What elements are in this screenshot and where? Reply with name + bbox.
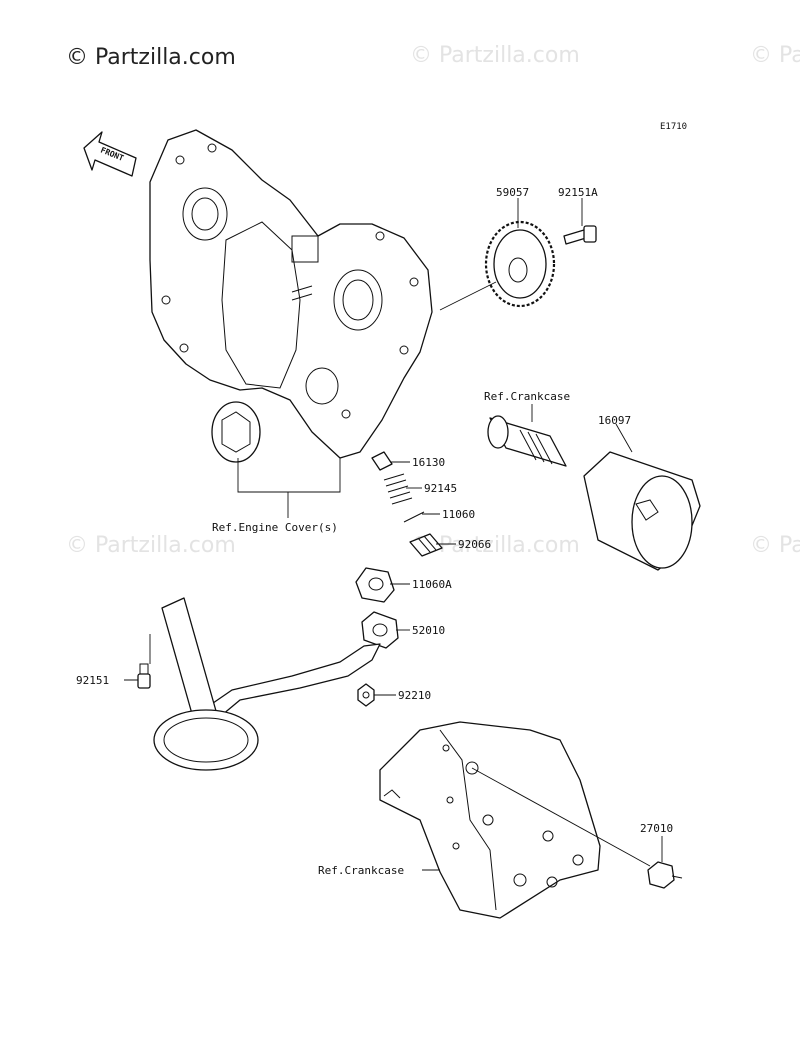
callout-16097: 16097 xyxy=(598,414,631,427)
callout-11060: 11060 xyxy=(442,508,475,521)
callout-92151: 92151 xyxy=(76,674,109,687)
washer-11060 xyxy=(403,511,425,523)
callout-11060a: 11060A xyxy=(412,578,452,591)
callout-92210: 92210 xyxy=(398,689,431,702)
plug-92066 xyxy=(409,533,443,557)
engine-cover xyxy=(149,129,433,459)
crankcase-pipe xyxy=(487,415,567,467)
gear-59057 xyxy=(484,220,556,308)
callout-27010: 27010 xyxy=(640,822,673,835)
oil-strainer-52010 xyxy=(153,597,399,771)
watermark-faint-mid-left: © Partzilla.com xyxy=(66,533,236,558)
callout-92151a: 92151A xyxy=(558,186,598,199)
watermark-main: © Partzilla.com xyxy=(66,45,236,70)
callout-92145: 92145 xyxy=(424,482,457,495)
callout-59057: 59057 xyxy=(496,186,529,199)
front-arrow-icon: FRONT xyxy=(83,131,137,177)
callout-92066: 92066 xyxy=(458,538,491,551)
watermark-faint-mid-right: © Partzilla.com xyxy=(750,533,800,558)
callout-ref-engine-cover: Ref.Engine Cover(s) xyxy=(212,521,338,534)
watermark-faint-top-right: © Partzilla.com xyxy=(750,43,800,68)
spring-92145 xyxy=(383,473,413,505)
oil-filter-16097 xyxy=(583,451,701,571)
oil-pump-rotor xyxy=(211,401,261,463)
relief-valve-16130 xyxy=(371,451,393,471)
callout-ref-crankcase-top: Ref.Crankcase xyxy=(484,390,570,403)
watermark-faint-top: © Partzilla.com xyxy=(410,43,580,68)
gasket-11060a xyxy=(355,567,395,603)
callout-16130: 16130 xyxy=(412,456,445,469)
bolt-92151a xyxy=(563,225,597,245)
nut-92210 xyxy=(357,683,375,707)
oil-pressure-switch-27010 xyxy=(647,861,683,889)
diagram-code: E1710 xyxy=(660,122,687,132)
callout-52010: 52010 xyxy=(412,624,445,637)
bolt-92151 xyxy=(137,663,151,689)
crankcase-block xyxy=(379,721,601,919)
callout-ref-crankcase-bottom: Ref.Crankcase xyxy=(318,864,404,877)
